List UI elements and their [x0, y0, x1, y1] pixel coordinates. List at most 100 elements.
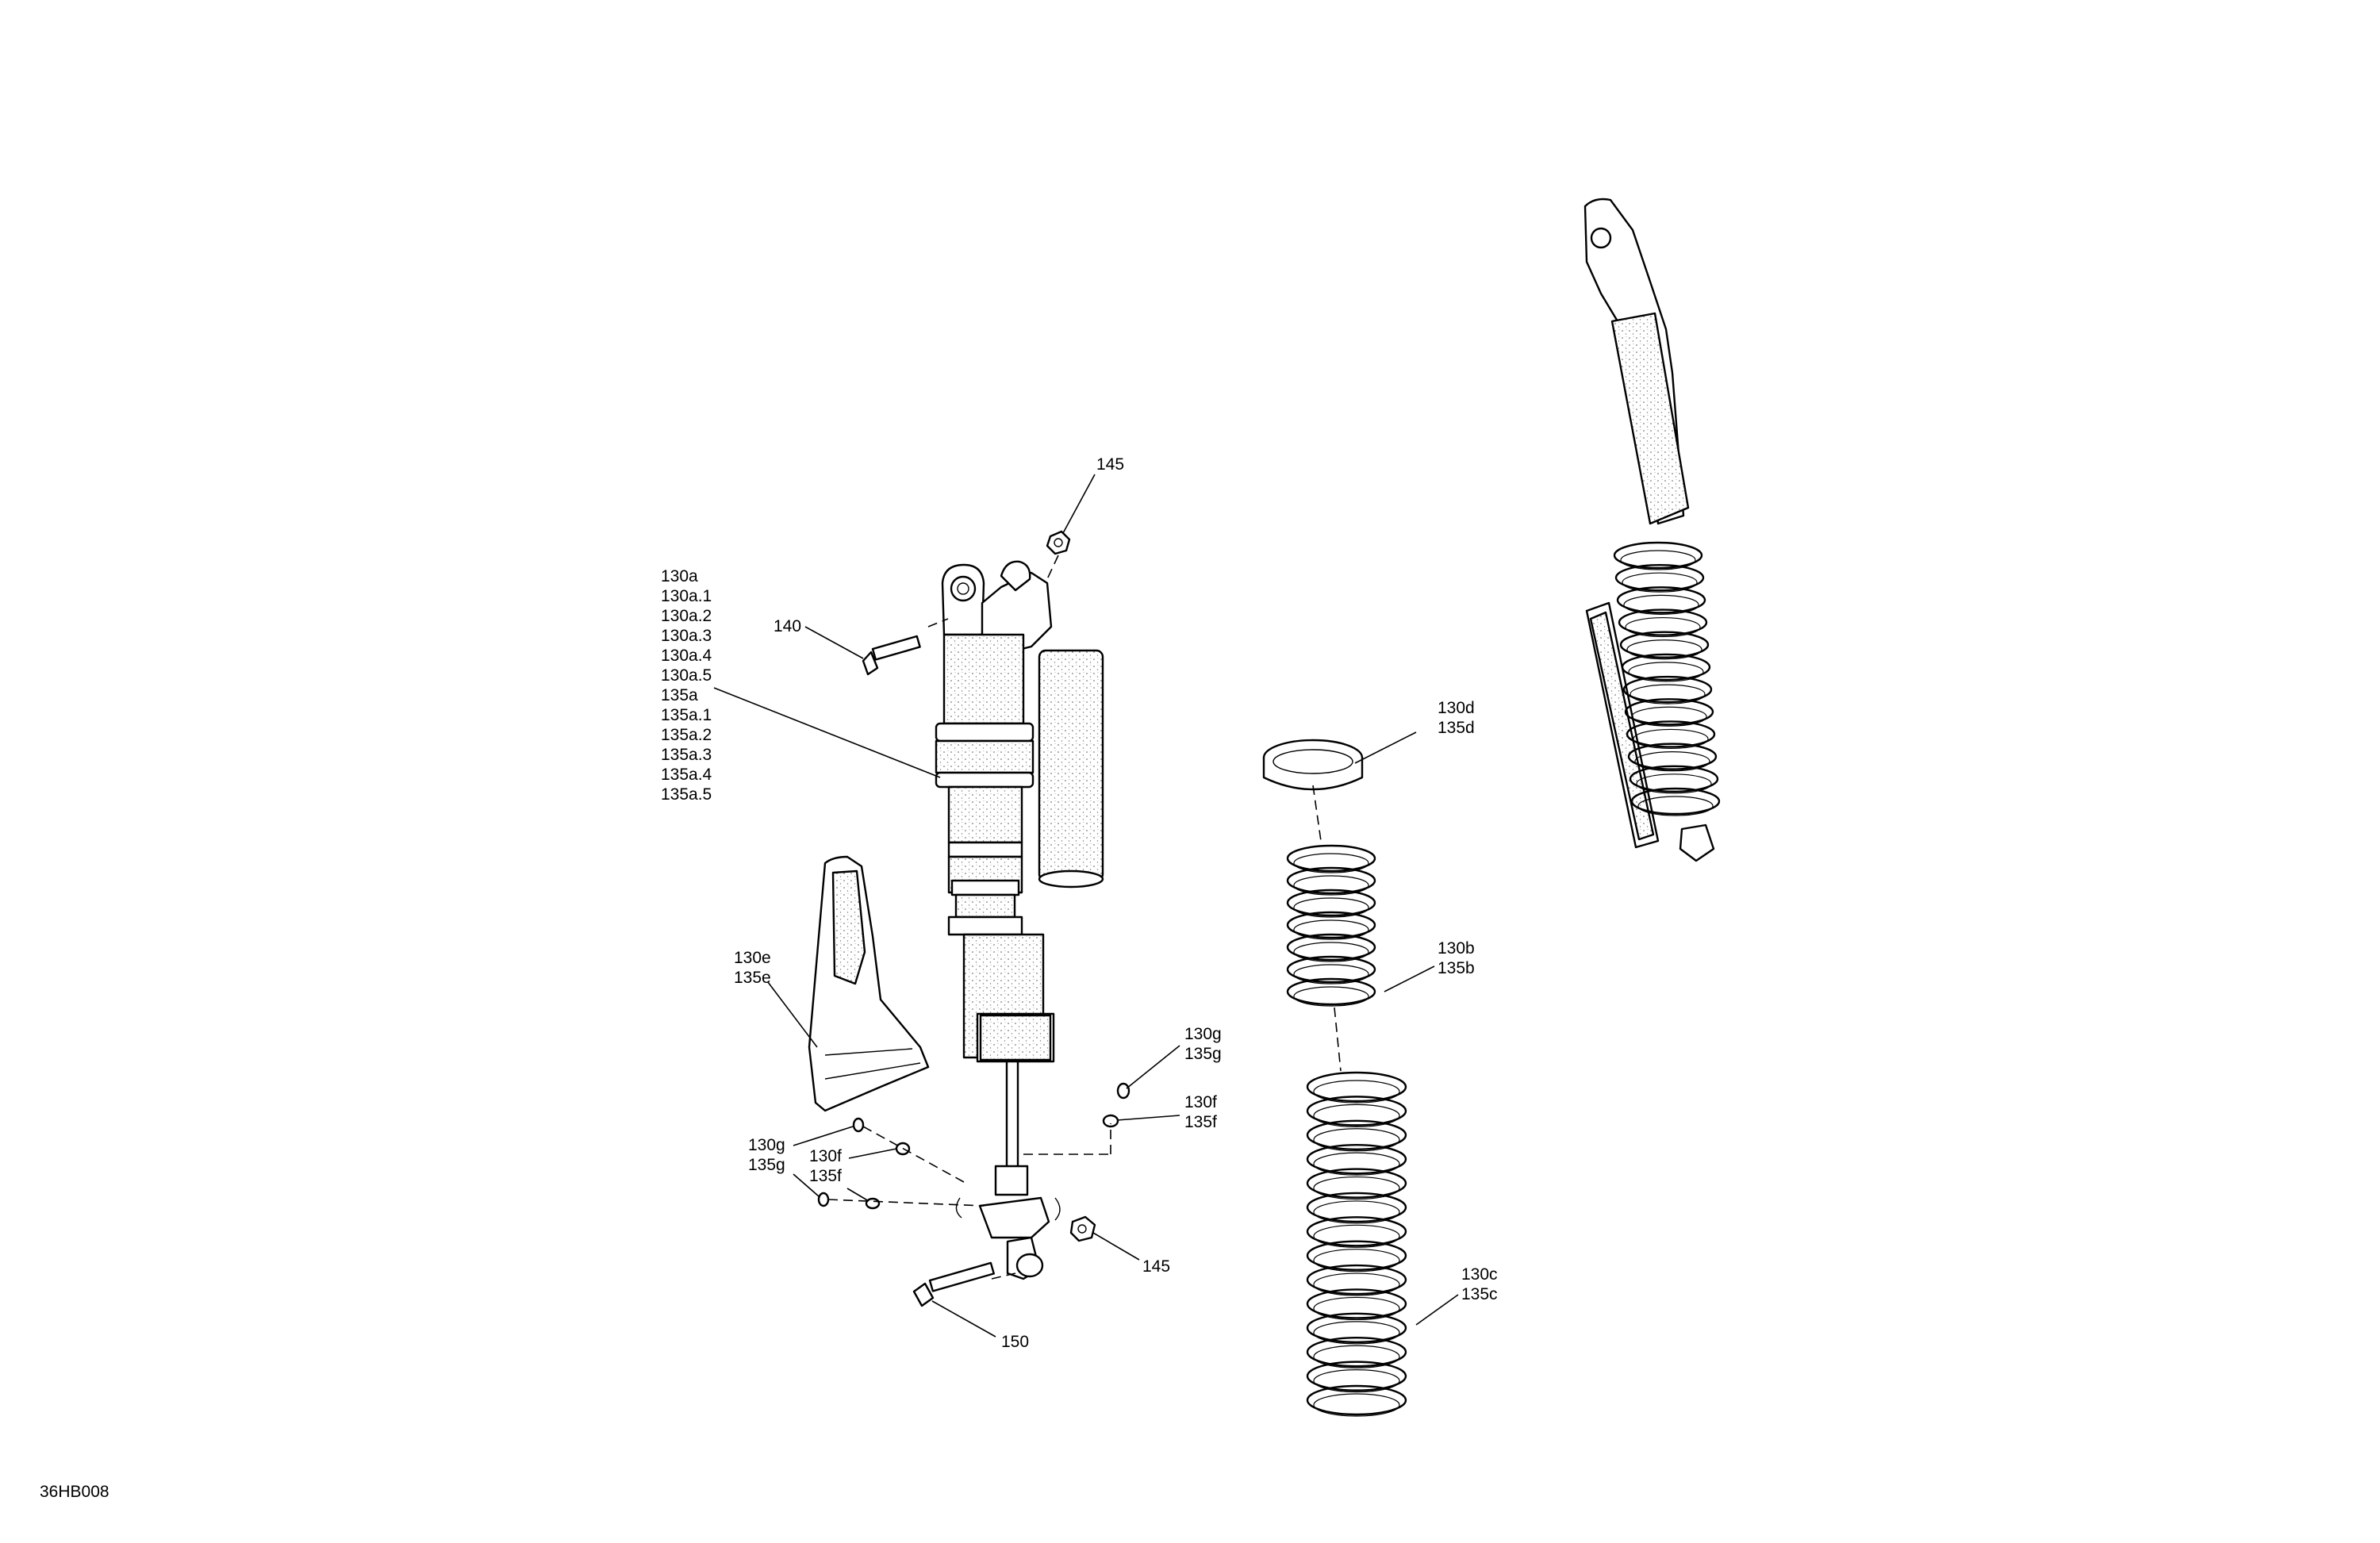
- spring-coil-inner: [1293, 897, 1369, 918]
- spring-coil: [1306, 1337, 1407, 1368]
- spring-coil-inner: [1622, 572, 1698, 593]
- callout-130d: 130d: [1438, 699, 1475, 717]
- retainer-right: [1102, 1114, 1119, 1128]
- callout-130f-left: 130f: [809, 1147, 842, 1165]
- callout-135d: 135d: [1438, 719, 1475, 737]
- clip-right: [1116, 1082, 1130, 1100]
- callout-130e: 130e: [734, 949, 771, 967]
- nut-bottom: [1069, 1215, 1096, 1242]
- spring-coil-inner: [1623, 594, 1699, 615]
- bolt-150: [912, 1261, 995, 1307]
- callout-135b: 135b: [1438, 959, 1475, 977]
- shock-absorber: [935, 560, 1104, 1280]
- callout-140: 140: [774, 617, 801, 635]
- spring-coil: [1630, 787, 1721, 816]
- callout-130g-left: 130g: [748, 1136, 785, 1154]
- spring-coil: [1616, 586, 1706, 614]
- spring-coil-inner: [1293, 853, 1369, 873]
- spring-upper: [1286, 844, 1376, 1007]
- spring-seat: [1262, 739, 1364, 791]
- callout-130a-2: 130a.2: [661, 607, 712, 625]
- callout-135f-left: 135f: [809, 1167, 842, 1185]
- spring-coil-inner: [1313, 1104, 1400, 1127]
- spring-coil-inner: [1626, 639, 1702, 660]
- spring-coil-inner: [1630, 684, 1706, 704]
- callout-130a: 130a: [661, 567, 698, 585]
- spring-coil: [1306, 1168, 1407, 1199]
- alignment-lines: [827, 555, 1342, 1280]
- spring-coil-inner: [1628, 662, 1704, 682]
- spring-coil-inner: [1631, 706, 1707, 727]
- spring-coil-inner: [1636, 773, 1712, 794]
- callout-135f-right: 135f: [1184, 1113, 1217, 1131]
- spring-coil: [1306, 1312, 1407, 1344]
- spring-coil-inner: [1293, 964, 1369, 985]
- spring-coil-inner: [1634, 751, 1710, 772]
- bolt-140: [862, 635, 921, 676]
- callout-130a-1: 130a.1: [661, 587, 712, 605]
- spring-coil: [1306, 1240, 1407, 1271]
- spring-coil-inner: [1313, 1176, 1400, 1200]
- callout-shock-group: 130a 130a.1 130a.2 130a.3 130a.4 130a.5 …: [661, 567, 712, 804]
- spring-coil: [1622, 675, 1713, 704]
- spring-coil: [1306, 1096, 1407, 1127]
- spring-coil-inner: [1313, 1080, 1400, 1104]
- spring-coil-inner: [1313, 1321, 1400, 1345]
- spring-coil-inner: [1625, 616, 1701, 638]
- spring-coil-inner: [1313, 1393, 1400, 1417]
- spring-coil: [1306, 1264, 1407, 1295]
- callout-135c: 135c: [1461, 1285, 1498, 1303]
- spring-coil: [1286, 866, 1376, 895]
- callout-130c: 130c: [1461, 1265, 1498, 1284]
- callout-135a-1: 135a.1: [661, 706, 712, 724]
- spring-coil: [1286, 955, 1376, 984]
- spring-coil-inner: [1313, 1152, 1400, 1176]
- spring-coil-inner: [1313, 1296, 1400, 1321]
- callout-135g-left: 135g: [748, 1156, 785, 1174]
- spring-coil-inner: [1633, 728, 1709, 750]
- spring-coil: [1286, 933, 1376, 961]
- spring-coil: [1286, 977, 1376, 1006]
- spring-coil: [1306, 1192, 1407, 1223]
- spring-coil: [1286, 844, 1376, 873]
- spring-coil: [1626, 720, 1716, 748]
- spring-coil-inner: [1313, 1224, 1400, 1248]
- callout-145-top: 145: [1096, 455, 1124, 474]
- leader-lines: [713, 474, 1459, 1338]
- spring-coil-inner: [1313, 1345, 1400, 1368]
- spring-coil: [1306, 1288, 1407, 1319]
- spring-coil-inner: [1293, 919, 1369, 940]
- spring-lower: [1306, 1071, 1407, 1417]
- spring-coil-inner: [1620, 550, 1696, 570]
- callout-135a: 135a: [661, 686, 698, 704]
- callout-130g-right: 130g: [1184, 1025, 1222, 1043]
- callout-130b: 130b: [1438, 939, 1475, 958]
- callout-150: 150: [1001, 1333, 1029, 1351]
- callout-135g-right: 135g: [1184, 1045, 1222, 1063]
- spring-coil-inner: [1313, 1272, 1400, 1296]
- callout-130a-5: 130a.5: [661, 666, 712, 685]
- assembled-shock: [1583, 198, 1715, 862]
- callout-145-bottom: 145: [1142, 1257, 1170, 1276]
- callout-135e: 135e: [734, 969, 771, 987]
- spring-coil-inner: [1313, 1128, 1400, 1152]
- spring-coil-inner: [1313, 1249, 1400, 1272]
- callout-130f-right: 130f: [1184, 1093, 1217, 1111]
- callout-130a-4: 130a.4: [661, 647, 712, 665]
- spring-coil-inner: [1293, 942, 1369, 962]
- callout-135a-4: 135a.4: [661, 766, 712, 784]
- spring-coil: [1306, 1216, 1407, 1247]
- nut-top: [1046, 530, 1071, 555]
- spring-coil-inner: [1313, 1369, 1400, 1393]
- spring-coil: [1618, 608, 1708, 636]
- spring-coil: [1613, 541, 1703, 570]
- callout-130a-3: 130a.3: [661, 627, 712, 645]
- spring-coil: [1619, 631, 1710, 658]
- spring-coil: [1621, 653, 1711, 681]
- spring-coil: [1286, 889, 1376, 917]
- spring-coil: [1306, 1361, 1407, 1391]
- spring-coil: [1286, 911, 1376, 939]
- spring-guard: [808, 855, 930, 1112]
- spring-coil-inner: [1313, 1200, 1400, 1224]
